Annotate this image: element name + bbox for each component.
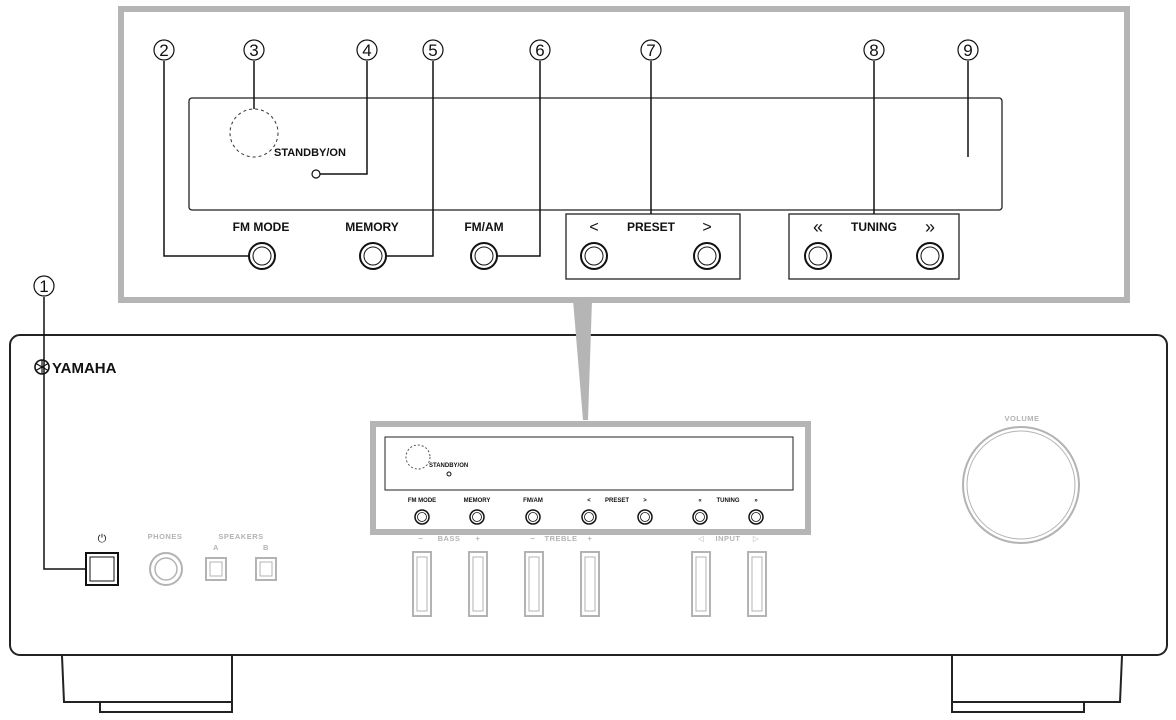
callout-4-number: 4 bbox=[362, 41, 371, 60]
callout-7: 7 bbox=[640, 39, 662, 61]
brand-logo-text: YAMAHA bbox=[52, 360, 117, 377]
mini-standby-indicator bbox=[446, 471, 452, 477]
fm-am-label: FM/AM bbox=[464, 220, 503, 234]
mini-tuning-next-glyph: » bbox=[754, 498, 758, 504]
phones-label: PHONES bbox=[148, 532, 183, 541]
callout-2-number: 2 bbox=[159, 41, 168, 60]
callout-4: 4 bbox=[356, 39, 378, 61]
mini-memory-label: MEMORY bbox=[464, 498, 491, 504]
mini-preset-prev-glyph: < bbox=[587, 498, 591, 504]
callout-6-number: 6 bbox=[535, 41, 544, 60]
callout-numbers: 1 2 3 4 5 6 7 8 bbox=[33, 39, 979, 297]
callout-3: 3 bbox=[243, 39, 265, 61]
tone-labels: − BASS + − TREBLE + ◁ INPUT ▷ bbox=[419, 534, 759, 543]
volume-label: VOLUME bbox=[1004, 414, 1039, 423]
callout-6: 6 bbox=[529, 39, 551, 61]
preset-label: PRESET bbox=[627, 220, 676, 234]
callout-1-number: 1 bbox=[39, 277, 48, 296]
treble-plus-key[interactable] bbox=[580, 551, 600, 617]
tuning-label: TUNING bbox=[851, 220, 897, 234]
input-next-glyph: ▷ bbox=[753, 534, 759, 543]
callout-9-number: 9 bbox=[963, 41, 972, 60]
input-label: INPUT bbox=[716, 534, 741, 543]
leader-4 bbox=[320, 61, 368, 175]
input-prev-key[interactable] bbox=[691, 551, 711, 617]
speakers-section: SPEAKERS A B bbox=[205, 532, 277, 581]
right-foot bbox=[951, 655, 1123, 713]
leader-1 bbox=[43, 297, 86, 570]
treble-minus-key[interactable] bbox=[524, 551, 544, 617]
mini-preset-next-glyph: > bbox=[643, 498, 647, 504]
mini-tuning-prev-button[interactable] bbox=[692, 509, 708, 525]
phones-section: PHONES bbox=[148, 532, 183, 586]
zoom-display-window bbox=[188, 97, 1003, 211]
zoom-connector bbox=[573, 300, 592, 420]
volume-knob[interactable] bbox=[962, 426, 1080, 544]
bass-minus-sign: − bbox=[419, 534, 424, 543]
leader-2 bbox=[163, 61, 249, 257]
mini-control-panel: STANDBY/ON FM MODE MEMORY FM/AM < PRESET… bbox=[370, 421, 811, 535]
mini-fm-am-label: FM/AM bbox=[523, 498, 543, 504]
power-symbol-icon: ⏻ bbox=[98, 533, 107, 545]
bass-minus-key[interactable] bbox=[412, 551, 432, 617]
leader-5 bbox=[386, 61, 434, 257]
speaker-b-button[interactable] bbox=[255, 557, 277, 581]
mini-tuning-label: TUNING bbox=[717, 498, 740, 504]
mini-fm-mode-label: FM MODE bbox=[408, 498, 436, 504]
yamaha-logo: YAMAHA bbox=[34, 359, 117, 377]
mini-display-window bbox=[384, 436, 794, 491]
mini-preset-next-button[interactable] bbox=[637, 509, 653, 525]
callout-1: 1 bbox=[33, 275, 55, 297]
speaker-b-label: B bbox=[263, 543, 269, 552]
remote-sensor-area bbox=[229, 108, 279, 158]
receiver-unit: YAMAHA ⏻ PHONES SPEAKERS A B STANDBY/ON bbox=[9, 334, 1168, 713]
treble-minus-sign: − bbox=[531, 534, 536, 543]
speaker-a-label: A bbox=[213, 543, 219, 552]
treble-plus-sign: + bbox=[588, 534, 593, 543]
callout-3-number: 3 bbox=[249, 41, 258, 60]
mini-remote-sensor bbox=[405, 444, 431, 470]
callout-5-number: 5 bbox=[428, 41, 437, 60]
power-button-inner bbox=[89, 556, 115, 582]
callout-2: 2 bbox=[153, 39, 175, 61]
input-next-key[interactable] bbox=[747, 551, 767, 617]
callout-5: 5 bbox=[422, 39, 444, 61]
phones-jack[interactable] bbox=[149, 552, 183, 586]
callout-8-number: 8 bbox=[869, 41, 878, 60]
mini-preset-label: PRESET bbox=[605, 498, 629, 504]
mini-standby-label: STANDBY/ON bbox=[429, 463, 468, 469]
tuning-next-glyph: » bbox=[925, 217, 935, 237]
preset-prev-glyph: < bbox=[589, 219, 598, 236]
mini-fm-mode-button[interactable] bbox=[414, 509, 430, 525]
mini-fm-am-button[interactable] bbox=[525, 509, 541, 525]
leader-6 bbox=[497, 61, 541, 257]
bass-plus-key[interactable] bbox=[468, 551, 488, 617]
speaker-a-button[interactable] bbox=[205, 557, 227, 581]
mini-preset-prev-button[interactable] bbox=[581, 509, 597, 525]
bass-label: BASS bbox=[438, 534, 461, 543]
standby-indicator bbox=[311, 169, 321, 179]
bass-plus-sign: + bbox=[476, 534, 481, 543]
callout-8: 8 bbox=[863, 39, 885, 61]
callout-leaders bbox=[43, 61, 969, 570]
mini-memory-button[interactable] bbox=[469, 509, 485, 525]
input-prev-glyph: ◁ bbox=[698, 534, 704, 543]
tuning-prev-glyph: « bbox=[813, 217, 823, 237]
mini-tuning-next-button[interactable] bbox=[748, 509, 764, 525]
left-foot bbox=[61, 655, 233, 713]
fm-mode-label: FM MODE bbox=[233, 220, 290, 234]
standby-on-label: STANDBY/ON bbox=[274, 147, 346, 159]
speakers-label: SPEAKERS bbox=[218, 532, 263, 541]
treble-label: TREBLE bbox=[545, 534, 578, 543]
zoom-callout: STANDBY/ON FM MODE MEMORY FM/AM < PRESET… bbox=[118, 6, 1130, 420]
callout-9: 9 bbox=[957, 39, 979, 61]
callout-7-number: 7 bbox=[646, 41, 655, 60]
memory-label: MEMORY bbox=[345, 220, 399, 234]
volume-section: VOLUME bbox=[962, 414, 1080, 544]
mini-tuning-prev-glyph: « bbox=[698, 498, 702, 504]
preset-next-glyph: > bbox=[702, 219, 711, 236]
